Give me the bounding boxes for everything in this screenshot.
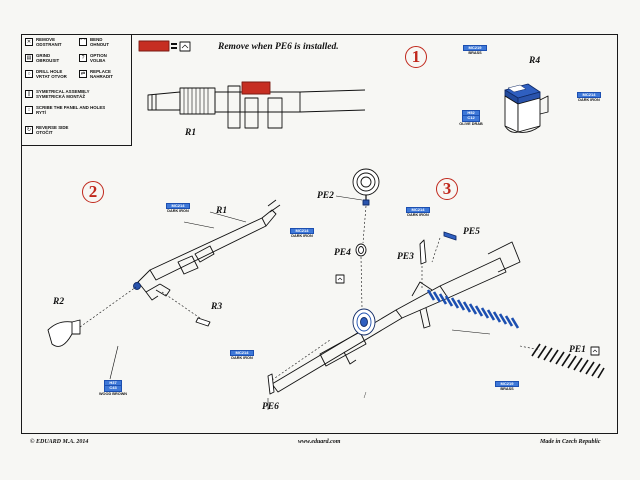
machine-gun-step3 (271, 241, 521, 393)
legend-reverse-text: REVERSE SIDE OTOČIT (36, 125, 69, 135)
legend-bend-text: BEND OHNOUT (90, 37, 110, 47)
equals-bar-top (171, 43, 177, 45)
paint-darkiron-pe2: MC214 DARK IRON (287, 228, 317, 239)
label-r2: R2 (53, 297, 65, 307)
legend-option-text: OPTION VOLBA (90, 53, 107, 63)
label-pe1: PE1 (569, 345, 586, 355)
paint-name: DARK IRON (167, 209, 189, 214)
symbol-legend: ✕ REMOVE ODSTRANIT ⌒ BEND OHNOUT ▤ GRIND… (21, 34, 132, 146)
paint-code: H52 (462, 110, 480, 117)
paint-name: BRASS (500, 387, 514, 392)
footer-copyright: © EDUARD M.A. 2014 (30, 439, 89, 445)
grind-icon: ▤ (25, 54, 33, 62)
red-removable-part (241, 81, 271, 95)
label-r1: R1 (216, 206, 228, 216)
replace-icon: ⇄ (79, 70, 87, 78)
paint-name: DARK IRON (231, 356, 253, 361)
remove-icon: ✕ (25, 38, 33, 46)
paint-darkiron-r1: MC214 DARK IRON (163, 203, 193, 214)
paint-code: MC214 (290, 228, 314, 235)
label-pe6: PE6 (262, 402, 279, 412)
equals-bar-bottom (171, 47, 177, 49)
footer-website: www.eduard.com (298, 439, 341, 445)
sight-mounted (352, 308, 376, 336)
paint-name: DARK IRON (578, 98, 600, 103)
paint-code: MC214 (230, 350, 254, 357)
machine-gun-step2 (133, 199, 281, 301)
paint-brass-r4: MC219 BRASS (463, 45, 487, 56)
option-box-pe1 (590, 346, 600, 356)
option-icon: ? (79, 54, 87, 62)
label-r3: R3 (211, 302, 223, 312)
paint-darkiron-pe5: MC214 DARK IRON (403, 207, 433, 218)
instruction-frame (21, 34, 618, 434)
screw-icon: ↕ (25, 106, 33, 114)
part-pe6 (267, 373, 275, 395)
paint-darkiron-pe6: MC214 DARK IRON (227, 350, 257, 361)
paint-brass-pe1: MC219 BRASS (495, 381, 519, 392)
ammo-belt-pe1 (531, 343, 605, 379)
legend-scribe-text: SCRIBE THE PANEL AND HOLES RYTÍ (36, 105, 106, 115)
paint-olive-r4: H52 C12 OLIVE DRAB (454, 110, 488, 126)
paint-code: MC214 (406, 207, 430, 214)
label-pe5: PE5 (463, 227, 480, 237)
ammo-drum-r4 (504, 83, 549, 133)
reverse-icon: ↻ (25, 126, 33, 134)
label-r1-top: R1 (185, 128, 197, 138)
part-pe3 (419, 239, 427, 265)
paint-name: WOOD BROWN (98, 391, 128, 396)
paint-name: BRASS (468, 51, 482, 56)
legend-drill-text: DRILL HOLE VRTAT OTVOR (36, 69, 67, 79)
paint-code: H37 (104, 380, 122, 387)
bend-icon: ⌒ (79, 38, 87, 46)
paint-name: DARK IRON (407, 213, 429, 218)
part-pe5 (443, 231, 457, 241)
paint-wood-r2: H37 C43 WOOD BROWN (96, 380, 130, 396)
barrel-detail-r1 (147, 81, 366, 129)
removal-note: Remove when PE6 is installed. (218, 42, 339, 52)
option-box-pe4 (335, 274, 345, 284)
paint-name: OLIVE DRAB (459, 121, 483, 126)
label-pe4: PE4 (334, 248, 351, 258)
legend-grind-text: GRIND OBROUSIT (36, 53, 60, 63)
pin-r3 (195, 317, 211, 327)
symmetrical-icon: ∥ (25, 90, 33, 98)
paint-code: MC219 (495, 381, 519, 388)
paint-code: MC214 (577, 92, 601, 99)
paint-code-2: C12 (462, 116, 480, 122)
paint-name: DARK IRON (291, 234, 313, 239)
red-swatch (138, 40, 170, 52)
legend-symmetrical-text: SYMETRICAL ASSEMBLY SYMETRICKÁ MONTÁŽ (36, 89, 90, 99)
paint-code-2: C43 (104, 386, 122, 392)
footer-origin: Made in Czech Republic (540, 439, 601, 445)
legend-replace-text: REPLACE NAHRADIT (90, 69, 113, 79)
stock-r2 (47, 319, 81, 347)
ammo-belt-blue (426, 289, 520, 329)
leader-lines-step2 (79, 286, 201, 328)
paint-code: MC219 (463, 45, 487, 52)
paint-darkiron-r4: MC214 DARK IRON (572, 92, 606, 103)
step-1-marker: 1 (405, 46, 427, 68)
label-pe2: PE2 (317, 191, 334, 201)
step-3-marker: 3 (436, 178, 458, 200)
label-pe3: PE3 (397, 252, 414, 262)
ring-pe4 (355, 243, 367, 257)
paint-code: MC214 (166, 203, 190, 210)
legend-remove-text: REMOVE ODSTRANIT (36, 37, 62, 47)
label-r4: R4 (529, 56, 541, 66)
blank-swatch-icon (179, 41, 191, 52)
drill-icon: ○ (25, 70, 33, 78)
step-2-marker: 2 (82, 181, 104, 203)
sight-pe2 (352, 168, 380, 206)
